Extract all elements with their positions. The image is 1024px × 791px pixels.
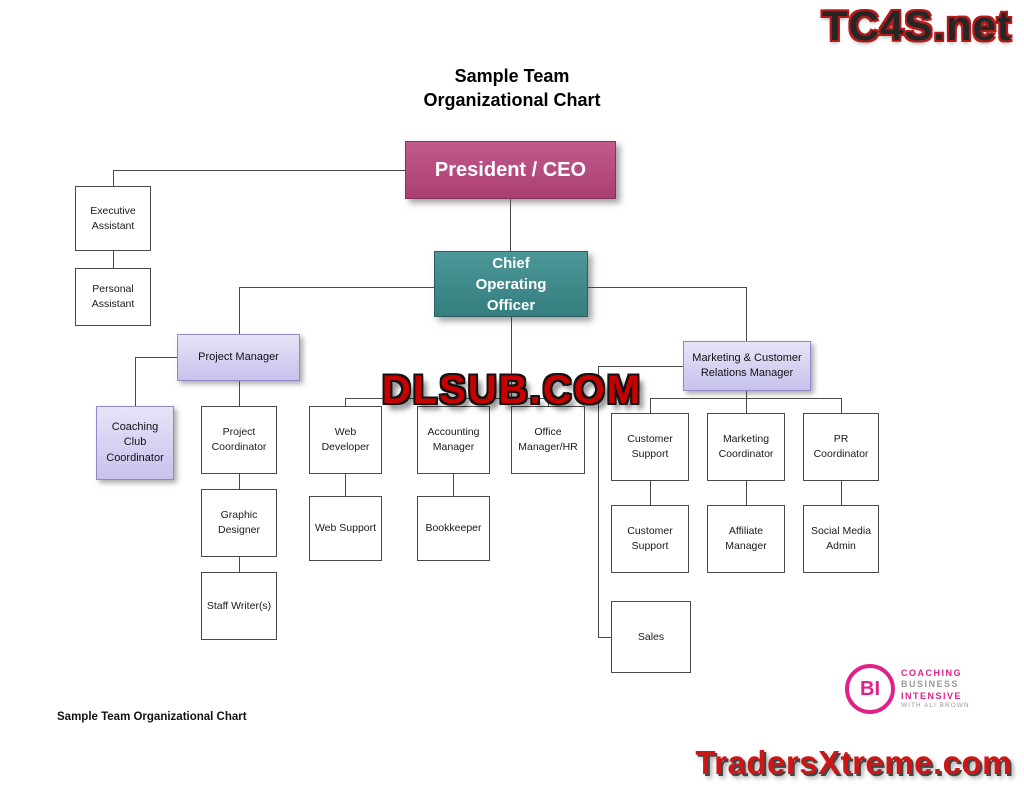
connector-line xyxy=(746,287,747,341)
connector-line xyxy=(135,357,136,406)
connector-line xyxy=(746,391,747,398)
node-customer-support-1: Customer Support xyxy=(611,413,689,481)
node-label: Social Media Admin xyxy=(810,525,872,552)
node-staff-writers: Staff Writer(s) xyxy=(201,572,277,640)
node-label: Staff Writer(s) xyxy=(206,599,272,612)
connector-line xyxy=(239,557,240,572)
node-label: Web Developer xyxy=(321,426,370,453)
node-bookkeeper: Bookkeeper xyxy=(417,496,490,561)
connector-line xyxy=(746,398,747,413)
node-chief-operating-officer: Chief Operating Officer xyxy=(434,251,588,317)
node-personal-assistant: Personal Assistant xyxy=(75,268,151,326)
connector-line xyxy=(239,381,240,406)
tc4s-watermark: TC4S.net xyxy=(821,2,1012,49)
connector-line xyxy=(511,317,512,398)
node-label: Accounting Manager xyxy=(427,426,480,453)
dlsub-watermark: DLSUB.COM xyxy=(381,368,643,412)
connector-line xyxy=(650,398,841,399)
node-web-developer: Web Developer xyxy=(309,406,382,474)
chart-title-line1: Sample Team xyxy=(454,66,570,86)
connector-line xyxy=(598,366,683,367)
node-sales: Sales xyxy=(611,601,691,673)
node-pr-coordinator: PR Coordinator xyxy=(803,413,879,481)
node-label: Project Coordinator xyxy=(211,426,267,453)
node-coaching-club-coordinator: Coaching Club Coordinator xyxy=(96,406,174,480)
node-label: Sales xyxy=(637,630,665,643)
node-label: Bookkeeper xyxy=(425,522,482,535)
node-label: Coaching Club Coordinator xyxy=(106,420,164,464)
node-label: Graphic Designer xyxy=(217,509,261,536)
connector-line xyxy=(239,287,240,334)
connector-line xyxy=(113,251,114,268)
chart-title: Sample Team Organizational Chart xyxy=(362,64,662,113)
connector-line xyxy=(239,287,434,288)
node-label: Customer Support xyxy=(627,525,673,552)
connector-line xyxy=(453,474,454,496)
node-label: Marketing & Customer Relations Manager xyxy=(692,351,802,379)
connector-line xyxy=(239,474,240,489)
node-label: Project Manager xyxy=(198,350,279,363)
connector-line xyxy=(746,481,747,505)
node-label: Executive Assistant xyxy=(90,204,136,232)
connector-line xyxy=(650,398,651,413)
connector-line xyxy=(510,199,511,251)
coaching-business-intensive-logo: BI COACHING BUSINESS INTENSIVE WITH ALI … xyxy=(845,664,970,714)
bi-logo-circle: BI xyxy=(845,664,895,714)
connector-line xyxy=(548,398,549,406)
node-label: Office Manager/HR xyxy=(518,426,578,453)
connector-line xyxy=(453,398,454,406)
bi-logo-line1: COACHING xyxy=(901,668,962,679)
node-label: Personal Assistant xyxy=(91,283,135,310)
node-graphic-designer: Graphic Designer xyxy=(201,489,277,557)
node-marketing-customer-relations-manager: Marketing & Customer Relations Manager xyxy=(683,341,811,391)
node-executive-assistant: Executive Assistant xyxy=(75,186,151,251)
tradersxtreme-watermark: TradersXtreme.com xyxy=(695,744,1012,781)
node-label: President / CEO xyxy=(434,158,587,181)
node-project-coordinator: Project Coordinator xyxy=(201,406,277,474)
node-marketing-coordinator: Marketing Coordinator xyxy=(707,413,785,481)
connector-line xyxy=(113,170,114,186)
bi-logo-line4: WITH ALI BROWN xyxy=(901,701,970,709)
connector-line xyxy=(598,366,599,637)
node-affiliate-manager: Affiliate Manager xyxy=(707,505,785,573)
bi-logo-line2: BUSINESS xyxy=(901,679,960,690)
bi-logo-text: COACHING BUSINESS INTENSIVE WITH ALI BRO… xyxy=(901,668,970,710)
node-label: Web Support xyxy=(314,522,377,535)
chart-title-line2: Organizational Chart xyxy=(423,90,601,111)
connector-line xyxy=(841,398,842,413)
connector-line xyxy=(598,637,611,638)
node-label: Affiliate Manager xyxy=(725,525,767,552)
connector-line xyxy=(841,481,842,505)
node-project-manager: Project Manager xyxy=(177,334,300,381)
node-customer-support-2: Customer Support xyxy=(611,505,689,573)
node-label: PR Coordinator xyxy=(813,433,869,460)
bi-logo-line3: INTENSIVE xyxy=(901,690,963,701)
connector-line xyxy=(588,287,746,288)
node-social-media-admin: Social Media Admin xyxy=(803,505,879,573)
node-accounting-manager: Accounting Manager xyxy=(417,406,490,474)
connector-line xyxy=(113,170,405,171)
node-president-ceo: President / CEO xyxy=(405,141,616,199)
node-label: Chief Operating Officer xyxy=(475,254,547,314)
node-web-support: Web Support xyxy=(309,496,382,561)
connector-line xyxy=(650,481,651,505)
connector-line xyxy=(345,474,346,496)
footer-caption: Sample Team Organizational Chart xyxy=(57,711,247,723)
node-label: Customer Support xyxy=(627,433,673,460)
connector-line xyxy=(345,398,346,406)
connector-line xyxy=(345,398,548,399)
connector-line xyxy=(135,357,177,358)
node-office-manager-hr: Office Manager/HR xyxy=(511,406,585,474)
node-label: Marketing Coordinator xyxy=(718,433,774,460)
